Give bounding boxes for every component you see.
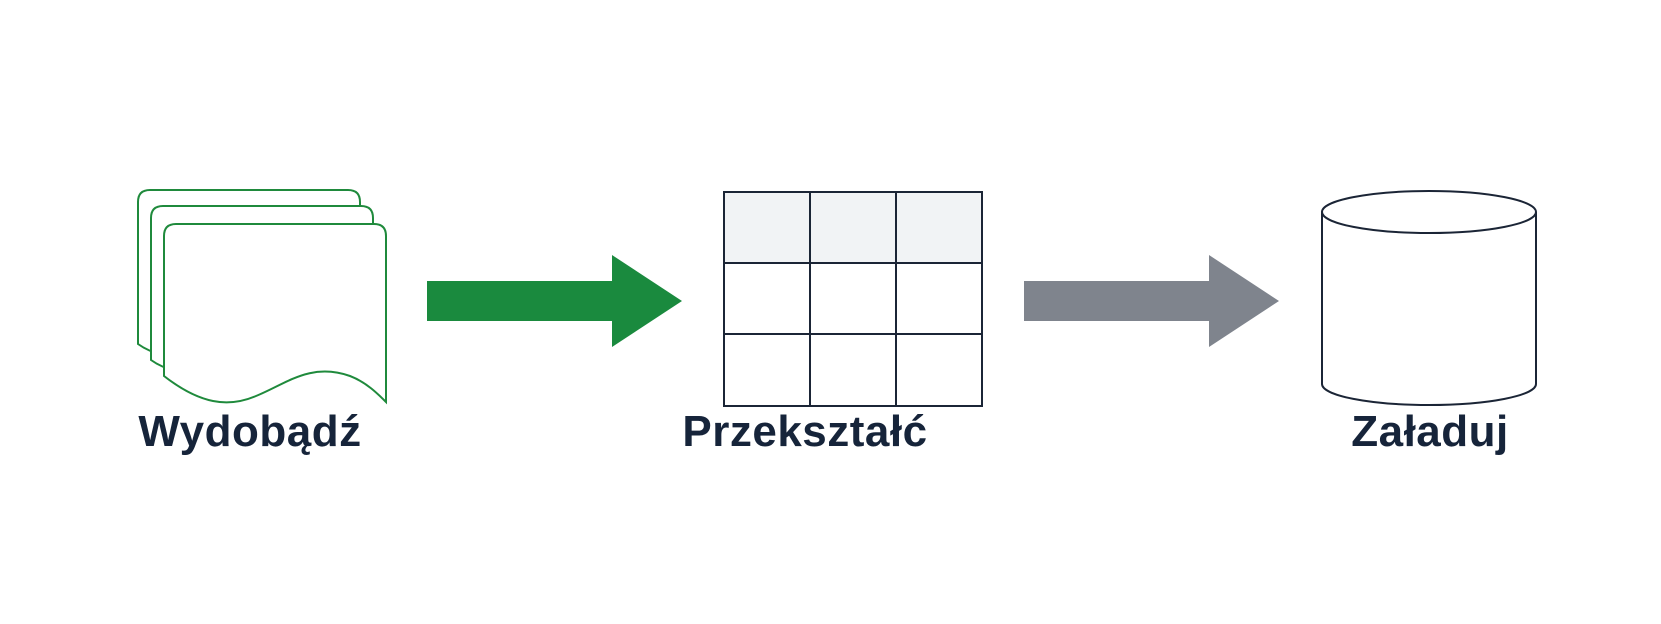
step-label-extract: Wydobądź	[138, 407, 362, 456]
arrow-right-icon	[427, 255, 682, 347]
step-label-load: Załaduj	[1351, 407, 1509, 456]
arrow-right-icon	[1024, 255, 1279, 347]
database-cylinder-icon	[1321, 190, 1537, 406]
stacked-documents-icon	[137, 189, 387, 405]
table-grid-icon	[723, 191, 983, 407]
step-label-transform: Przekształć	[682, 407, 928, 456]
